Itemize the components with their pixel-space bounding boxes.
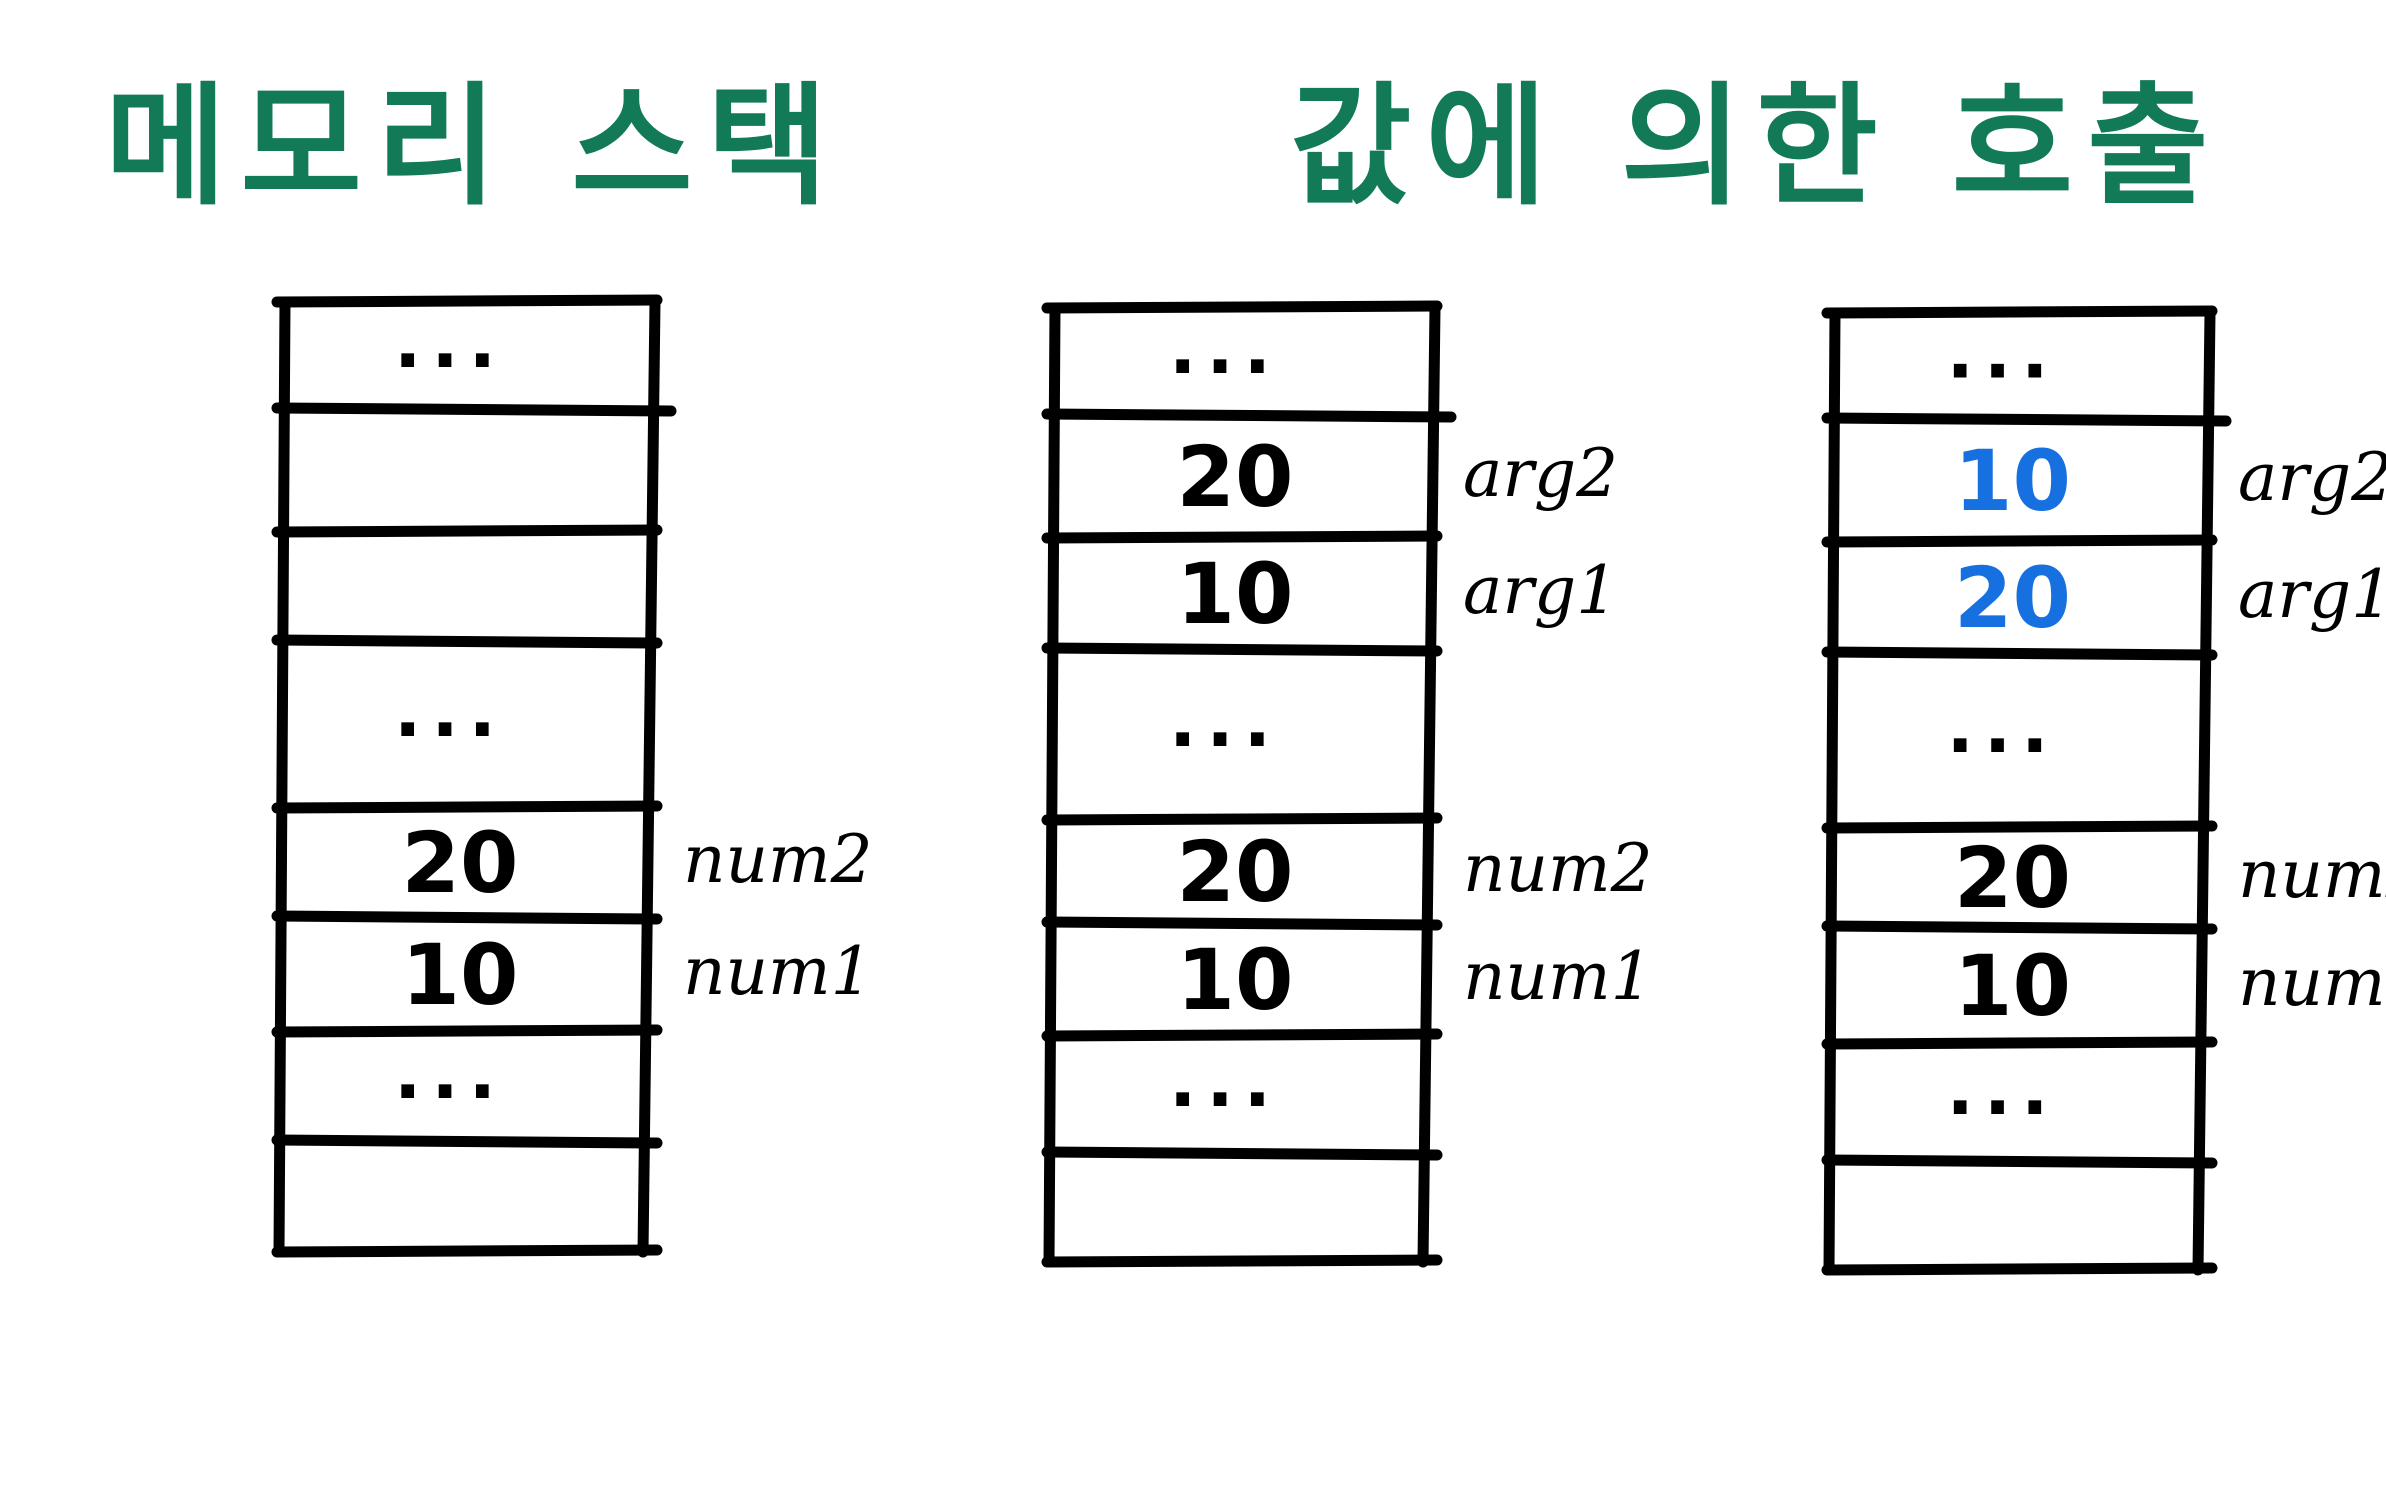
stack-divider (1041, 812, 1443, 826)
stack-left-edge (1043, 302, 1061, 1268)
stack-divider (271, 910, 663, 925)
stack-right-edge (1417, 302, 1441, 1268)
stack-column-3: ... 10 arg2 20 arg1... 20 num2 10 num1... (1821, 305, 2386, 1276)
stack-divider (1821, 412, 2232, 427)
stack-divider (271, 294, 663, 308)
stack-divider (1821, 920, 2218, 935)
variable-label: num2 (683, 821, 873, 898)
stack-column-2: ... 20 arg2 10 arg1... 20 num2 10 num1... (1041, 300, 1653, 1268)
swapped-value-cell: 10 (1954, 432, 2071, 530)
variable-label: arg2 (2238, 439, 2386, 516)
ellipsis-cell: ... (1169, 1039, 1281, 1123)
stack-divider (271, 1244, 663, 1258)
variable-label: num2 (1463, 830, 1653, 907)
variable-label: num2 (2238, 836, 2386, 913)
variable-label: num1 (2238, 944, 2386, 1021)
value-cell: 10 (402, 926, 519, 1024)
stack-right-edge (2192, 307, 2216, 1276)
value-cell: 20 (1954, 829, 2071, 927)
ellipsis-cell: ... (394, 669, 506, 753)
ellipsis-cell: ... (1169, 679, 1281, 763)
value-cell: 20 (1177, 823, 1294, 921)
ellipsis-cell: ... (1946, 685, 2058, 769)
stack-divider (1041, 1254, 1443, 1268)
stack-divider (1041, 408, 1457, 423)
variable-label: arg1 (2238, 556, 2386, 633)
stack-divider (1821, 646, 2218, 661)
stack-divider (1041, 1146, 1443, 1161)
value-cell: 10 (1177, 931, 1294, 1029)
stack-divider (1821, 305, 2218, 319)
stack-divider (271, 1134, 663, 1149)
value-cell: 10 (1954, 937, 2071, 1035)
stack-divider (1821, 1154, 2218, 1169)
swapped-value-cell: 20 (1954, 549, 2071, 647)
stack-left-edge (273, 296, 291, 1258)
stack-divider (1821, 534, 2218, 548)
ellipsis-cell: ... (1169, 306, 1281, 390)
value-cell: 20 (402, 814, 519, 912)
ellipsis-cell: ... (394, 1031, 506, 1115)
stack-right-edge (637, 296, 661, 1258)
stack-divider (271, 402, 677, 417)
call-by-value-title: 값에 의한 호출 (1290, 70, 2223, 224)
stack-divider (1821, 1036, 2218, 1050)
stack-divider (1041, 530, 1443, 544)
variable-label: num1 (1463, 938, 1653, 1015)
ellipsis-cell: ... (1946, 1047, 2058, 1131)
variable-label: arg2 (1463, 435, 1618, 512)
stack-column-1: ...... 20 num2 10 num1... (271, 294, 873, 1258)
ellipsis-cell: ... (394, 300, 506, 384)
stacks-layer: ...... 20 num2 10 num1...... 20 arg2 10 arg1... 2… (271, 294, 2386, 1276)
stack-divider (271, 634, 663, 649)
ellipsis-cell: ... (1946, 311, 2058, 395)
stack-divider (1041, 1028, 1443, 1042)
value-cell: 10 (1177, 545, 1294, 643)
variable-label: arg1 (1463, 552, 1618, 629)
stack-divider (1041, 642, 1443, 657)
variable-label: num1 (683, 933, 873, 1010)
memory-stack-title: 메모리 스택 (105, 70, 842, 224)
stack-divider (1041, 916, 1443, 931)
stack-divider (271, 800, 663, 814)
value-cell: 20 (1177, 428, 1294, 526)
stack-divider (1041, 300, 1443, 314)
stack-divider (1821, 820, 2218, 834)
stack-divider (271, 1024, 663, 1038)
stack-divider (1821, 1262, 2218, 1276)
stack-divider (271, 524, 663, 538)
stack-left-edge (1823, 307, 1841, 1276)
